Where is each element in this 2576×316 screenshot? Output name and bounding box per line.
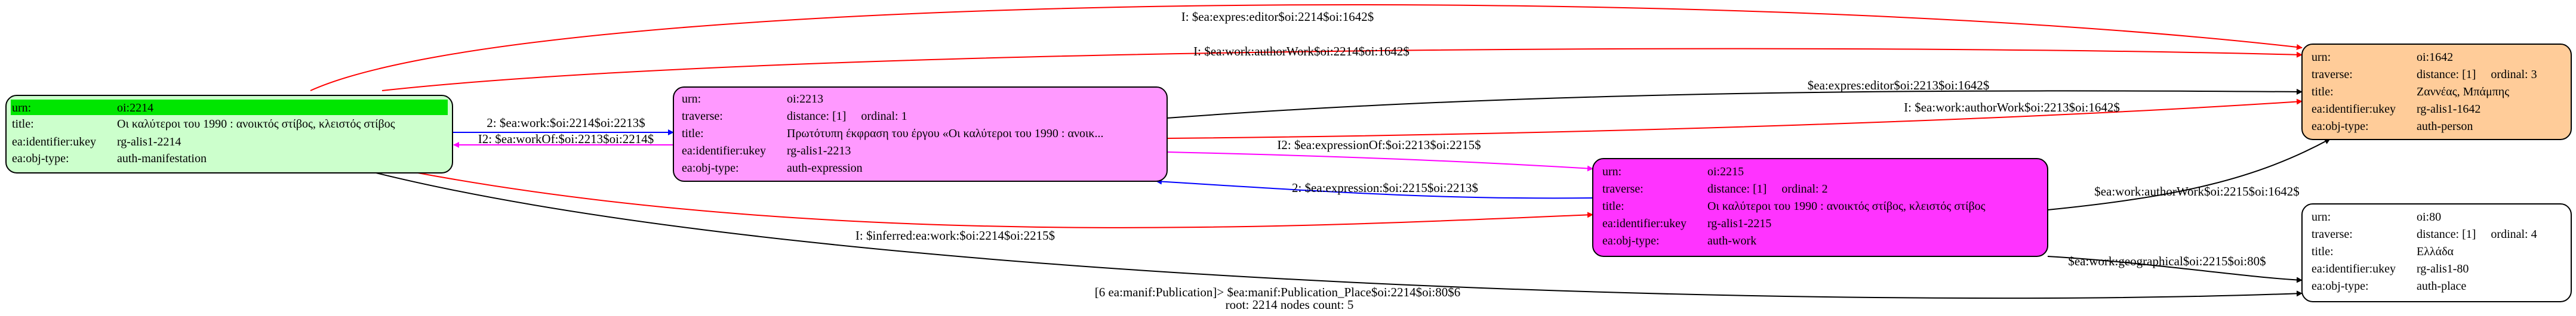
edge-work-place-geographical: [2047, 256, 2303, 283]
edge-label: 2: $ea:work:$oi:2214$oi:2213$: [487, 116, 645, 130]
field-key: traverse:: [1602, 182, 1644, 196]
node-manifestation[interactable]: urn: oi:2214 title: Οι καλύτεροι του 199…: [5, 95, 453, 174]
field-value: oi:80: [2417, 210, 2441, 224]
edge-expr-work-expressionof: [1167, 151, 1593, 172]
field-key: ea:identifier:ukey: [682, 144, 766, 157]
field-value: distance: [1] ordinal: 4: [2417, 228, 2537, 241]
node-place[interactable]: urn: oi:80 traverse: distance: [1] ordin…: [2301, 203, 2572, 302]
field-value: oi:2214: [117, 101, 153, 114]
field-key: ea:obj-type:: [2312, 120, 2369, 133]
field-key: ea:identifier:ukey: [2312, 103, 2396, 116]
field-value: auth-expression: [787, 162, 863, 175]
field-key: ea:identifier:ukey: [2312, 262, 2396, 275]
edge-manif-work-inferred: [417, 172, 1593, 228]
field-key: ea:obj-type:: [682, 162, 739, 175]
field-key: title:: [682, 127, 704, 140]
edge-work-expr-expression: [1156, 178, 1593, 199]
edge-manif-place-publication: [376, 172, 2303, 299]
node-header-highlight: [11, 100, 448, 115]
field-value: auth-person: [2417, 120, 2473, 133]
edge-label: I2: $ea:expressionOf:$oi:2213$oi:2215$: [1277, 138, 1481, 152]
edge-label: I: $ea:expres:editor$oi:2214$oi:1642$: [1181, 10, 1374, 24]
field-value: auth-manifestation: [117, 152, 207, 165]
node-box: [2301, 203, 2572, 302]
edge-label: I2: $ea:workOf:$oi:2213$oi:2214$: [478, 132, 654, 146]
edge-label: $ea:work:authorWork$oi:2215$oi:1642$: [2094, 184, 2300, 199]
field-key: ea:obj-type:: [12, 152, 69, 165]
field-value: Οι καλύτεροι του 1990 : ανοικτός στίβος,…: [117, 117, 395, 131]
node-work[interactable]: urn: oi:2215 traverse: distance: [1] ord…: [1592, 158, 2048, 257]
node-box: [1592, 158, 2048, 257]
edge-expr-person-authorwork: [1167, 98, 2303, 139]
field-value: distance: [1] ordinal: 3: [2417, 68, 2537, 81]
field-value: rg-alis1-2214: [117, 135, 181, 148]
node-person[interactable]: urn: oi:1642 traverse: distance: [1] ord…: [2301, 44, 2572, 140]
field-key: ea:identifier:ukey: [1602, 217, 1686, 230]
node-box: [2301, 44, 2572, 140]
field-key: traverse:: [2312, 228, 2353, 241]
graph-footer: root: 2214 nodes count: 5: [1226, 298, 1354, 312]
field-value: auth-work: [1707, 234, 1756, 247]
field-value: Ελλάδα: [2417, 245, 2454, 258]
field-key: title:: [2312, 85, 2334, 98]
field-value: distance: [1] ordinal: 2: [1707, 182, 1828, 196]
field-value: Οι καλύτεροι του 1990 : ανοικτός στίβος,…: [1707, 200, 1986, 213]
field-key: traverse:: [682, 110, 723, 123]
field-value: rg-alis1-2213: [787, 144, 851, 157]
field-value: oi:2215: [1707, 165, 1744, 178]
edge-label: [6 ea:manif:Publication]> $ea:manif:Publ…: [1095, 285, 1461, 299]
field-key: traverse:: [2312, 68, 2353, 81]
edge-label: 2: $ea:expression:$oi:2215$oi:2213$: [1292, 181, 1478, 195]
field-key: ea:obj-type:: [1602, 234, 1660, 247]
field-key: title:: [1602, 200, 1624, 213]
edge-work-person-authorwork: [2047, 138, 2331, 210]
edge-label: $ea:work:geographical$oi:2215$oi:80$: [2068, 254, 2266, 268]
field-value: rg-alis1-2215: [1707, 217, 1771, 230]
field-key: urn:: [12, 101, 31, 114]
edge-manif-person-authorwork: [381, 48, 2303, 91]
nodes-layer: urn: oi:2214 title: Οι καλύτεροι του 199…: [5, 44, 2572, 302]
field-value: rg-alis1-80: [2417, 262, 2469, 275]
edge-label: I: $ea:work:authorWork$oi:2213$oi:1642$: [1904, 100, 2120, 114]
field-value: oi:1642: [2417, 51, 2453, 64]
field-key: ea:obj-type:: [2312, 280, 2369, 293]
field-value: oi:2213: [787, 92, 823, 106]
edge-label: I: $ea:work:authorWork$oi:2214$oi:1642$: [1193, 44, 1409, 58]
edge-label: $ea:expres:editor$oi:2213$oi:1642$: [1808, 78, 1989, 92]
field-value: Ζαννέας, Μπάμπης: [2417, 85, 2509, 98]
field-key: title:: [12, 117, 34, 131]
field-key: ea:identifier:ukey: [12, 135, 96, 148]
field-value: auth-place: [2417, 280, 2466, 293]
field-key: urn:: [2312, 210, 2331, 224]
field-key: urn:: [1602, 165, 1621, 178]
field-value: rg-alis1-1642: [2417, 103, 2480, 116]
node-expression[interactable]: urn: oi:2213 traverse: distance: [1] ord…: [673, 86, 1168, 182]
field-value: distance: [1] ordinal: 1: [787, 110, 907, 123]
field-key: urn:: [682, 92, 701, 106]
edge-manif-person-editor: [310, 4, 2303, 91]
edge-label: I: $inferred:ea:work:$oi:2214$oi:2215$: [855, 228, 1055, 243]
field-key: title:: [2312, 245, 2334, 258]
field-key: urn:: [2312, 51, 2331, 64]
edge-expr-person-editor: [1167, 88, 2303, 119]
field-value: Πρωτότυπη έκφραση του έργου «Οι καλύτερο…: [787, 127, 1103, 140]
edges-layer: I: $ea:expres:editor$oi:2214$oi:1642$ I:…: [310, 4, 2331, 299]
node-box: [673, 86, 1168, 182]
